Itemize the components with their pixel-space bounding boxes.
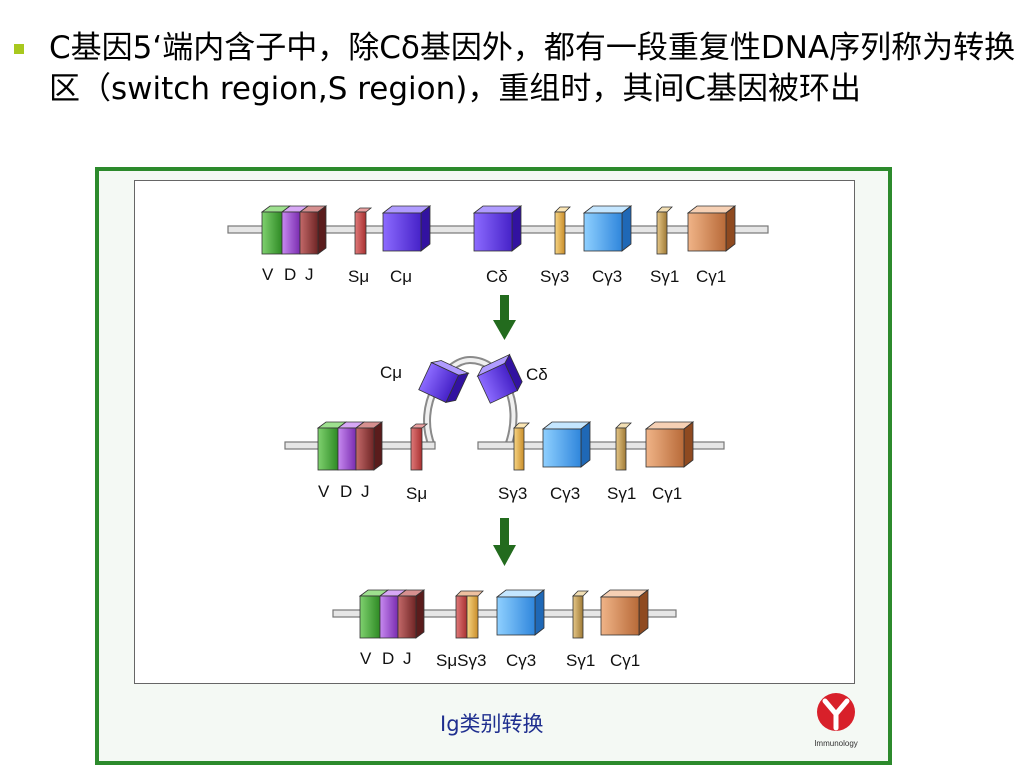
label-s-mu: Sμ: [348, 267, 369, 286]
segment-s-gamma3: [554, 206, 571, 255]
label-v: V: [262, 265, 274, 284]
label-c-gamma1-3: Cγ1: [610, 651, 640, 670]
loop-label-c-mu: Cμ: [380, 363, 402, 382]
segment-v-2: [316, 421, 348, 471]
dna-strand-2b: [477, 441, 725, 450]
label-s-mu-s-gamma3: SμSγ3: [436, 651, 486, 670]
segment-c-delta: [472, 205, 523, 252]
segment-s-gamma1-3: [572, 590, 589, 639]
label-v-3: V: [360, 649, 372, 668]
label-s-gamma1-2: Sγ1: [607, 484, 636, 503]
segment-c-gamma1: [686, 205, 737, 252]
loop-c-delta: [476, 353, 523, 404]
label-j-2: J: [361, 482, 370, 501]
down-arrow-2: [493, 518, 516, 566]
label-s-gamma1-3: Sγ1: [566, 651, 595, 670]
segment-d-2: [336, 421, 366, 471]
row-3-switched: V D J SμSγ3 Cγ3 Sγ1 Cγ1: [332, 589, 677, 670]
label-c-gamma1-2: Cγ1: [652, 484, 682, 503]
label-d-3: D: [382, 649, 394, 668]
segment-j-3: [396, 589, 426, 639]
segment-c-gamma3-2: [541, 421, 592, 468]
segment-s-mu-2: [409, 423, 429, 471]
loop-label-c-delta: Cδ: [526, 365, 548, 384]
diagram-caption: Ig类别转换: [440, 712, 544, 736]
label-s-gamma3: Sγ3: [540, 267, 569, 286]
segment-s-gamma1: [656, 206, 673, 255]
segment-v-3: [358, 589, 390, 639]
segment-c-gamma1-2: [644, 421, 695, 468]
segment-c-gamma3: [582, 205, 633, 252]
segment-c-gamma3-3: [495, 589, 546, 636]
label-d-2: D: [340, 482, 352, 501]
label-c-gamma3-2: Cγ3: [550, 484, 580, 503]
label-j-3: J: [403, 649, 412, 668]
segment-c-gamma1-3: [599, 589, 650, 636]
immunology-logo: Immunology: [814, 693, 858, 748]
segment-s-gamma3-2: [513, 422, 530, 471]
label-c-gamma3-3: Cγ3: [506, 651, 536, 670]
segment-c-mu: [381, 205, 432, 252]
diagram-panel: [134, 180, 855, 684]
label-c-delta: Cδ: [486, 267, 508, 286]
bullet-text: C基因5‘端内含子中，除Cδ基因外，都有一段重复性DNA序列称为转换区（swit…: [49, 30, 1016, 107]
label-s-mu-2: Sμ: [406, 484, 427, 503]
label-c-gamma1: Cγ1: [696, 267, 726, 286]
label-j: J: [305, 265, 314, 284]
segment-s-gamma1-2: [615, 422, 632, 471]
row-1-germline: V D J Sμ Cμ Cδ Sγ3 Cγ3 Sγ1 Cγ1: [227, 205, 769, 286]
segment-j: [298, 205, 328, 255]
bullet-marker: [14, 44, 24, 54]
segment-s-mu: [353, 207, 373, 255]
label-c-mu: Cμ: [390, 267, 412, 286]
row-2-looping-out: Cμ Cδ: [284, 353, 725, 503]
label-s-gamma1: Sγ1: [650, 267, 679, 286]
segment-s-mu-s-gamma3: [455, 590, 484, 639]
label-v-2: V: [318, 482, 330, 501]
loop-c-mu: [418, 360, 470, 403]
label-s-gamma3-2: Sγ3: [498, 484, 527, 503]
logo-text: Immunology: [814, 739, 858, 748]
segment-j-2: [354, 421, 384, 471]
label-d: D: [284, 265, 296, 284]
down-arrow-1: [493, 295, 516, 340]
label-c-gamma3: Cγ3: [592, 267, 622, 286]
